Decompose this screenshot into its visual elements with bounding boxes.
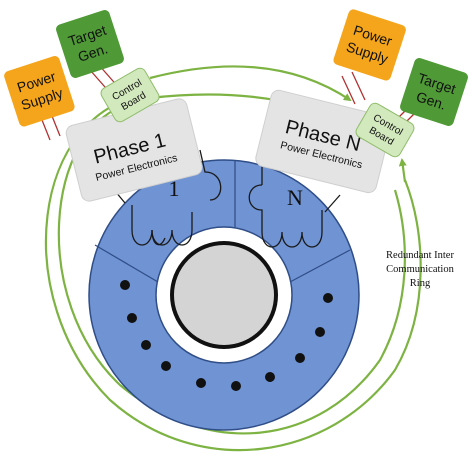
rotor <box>170 241 278 349</box>
bar-dot <box>295 353 305 363</box>
ring-label-line3: Ring <box>410 278 431 289</box>
ring-label: Redundant Inter Communication Ring <box>386 250 455 289</box>
control-board-left: Control Board <box>100 67 160 123</box>
right-ring-arrow <box>398 158 407 183</box>
phase-n-box: Phase N Power Electronics <box>255 89 393 194</box>
bar-dot <box>127 313 137 323</box>
bar-dot <box>315 327 325 337</box>
power-supply-left: Power Supply <box>4 56 75 127</box>
bar-dot <box>120 280 130 290</box>
power-supply-right: Power Supply <box>333 9 406 81</box>
bar-dot <box>265 372 275 382</box>
winding-1 <box>109 149 222 246</box>
outer-ring <box>45 92 422 452</box>
rotor-bars <box>120 280 333 391</box>
ring-label-line2: Communication <box>386 264 454 275</box>
bar-dot <box>323 293 333 303</box>
bar-dot <box>141 340 151 350</box>
winding-label-n: N <box>287 185 303 210</box>
winding-label-1: 1 <box>169 176 180 201</box>
control-board-right: Control Board <box>355 102 415 158</box>
slot-divider <box>289 249 351 283</box>
target-gen-left: Target Gen. <box>56 10 124 78</box>
ring-label-line1: Redundant Inter <box>386 250 454 261</box>
bar-dot <box>231 381 241 391</box>
phase-1-box: Phase 1 Power Electronics <box>65 98 203 202</box>
target-gen-right: Target Gen. <box>400 58 468 126</box>
slot-divider <box>94 244 159 283</box>
bar-dot <box>196 378 206 388</box>
top-ring-arc <box>149 65 352 102</box>
inner-ring <box>57 102 406 435</box>
bar-dot <box>161 361 171 371</box>
